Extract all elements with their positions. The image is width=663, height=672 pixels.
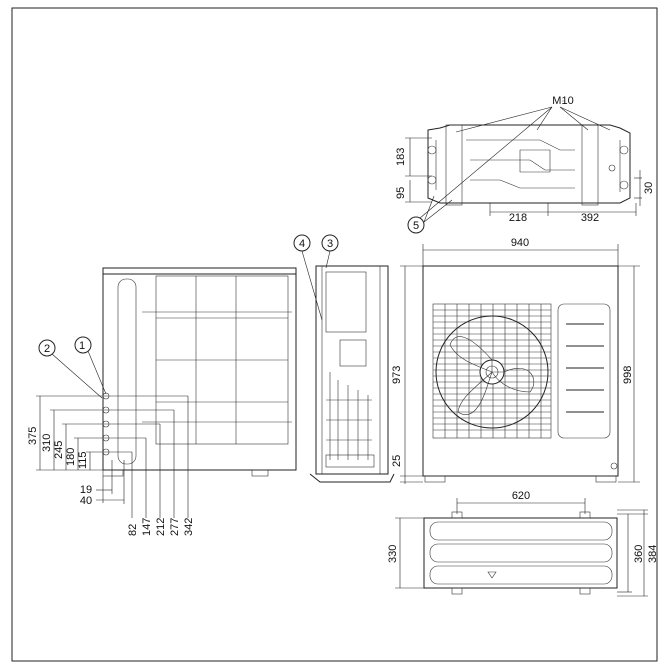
- dim-375: 375: [27, 427, 39, 445]
- labels: 1 2 3 4 5 M10 183 95 218 392 30 940 973 …: [27, 95, 659, 563]
- callout-1: 1: [79, 340, 85, 352]
- dim-218: 218: [509, 212, 527, 224]
- dim-212: 212: [155, 518, 167, 536]
- dim-330: 330: [387, 545, 399, 563]
- dim-998: 998: [622, 366, 634, 384]
- dim-95: 95: [395, 187, 407, 199]
- callout-2: 2: [44, 343, 50, 355]
- callout-5: 5: [413, 220, 419, 232]
- dim-277: 277: [169, 518, 181, 536]
- dim-82: 82: [127, 524, 139, 536]
- dim-342: 342: [183, 518, 195, 536]
- dim-25: 25: [391, 455, 403, 467]
- side-view: [36, 268, 296, 518]
- dim-940: 940: [511, 237, 529, 249]
- dim-360: 360: [633, 545, 645, 563]
- dim-40: 40: [80, 495, 92, 507]
- dim-30: 30: [643, 182, 655, 194]
- callout-4: 4: [299, 238, 305, 250]
- dim-115: 115: [77, 451, 89, 469]
- dim-183: 183: [395, 148, 407, 166]
- top-view: [405, 101, 642, 222]
- dim-384: 384: [647, 545, 659, 563]
- callout-3: 3: [327, 238, 333, 250]
- dim-147: 147: [141, 518, 153, 536]
- bottom-view: [395, 498, 648, 596]
- dim-392: 392: [581, 212, 599, 224]
- dim-310: 310: [41, 434, 53, 452]
- dim-973: 973: [391, 366, 403, 384]
- front-view: [400, 244, 640, 484]
- dim-620: 620: [512, 490, 530, 502]
- section-view: [294, 235, 394, 482]
- dim-180: 180: [65, 448, 77, 466]
- dim-245: 245: [53, 441, 65, 459]
- bolt-label: M10: [552, 95, 573, 107]
